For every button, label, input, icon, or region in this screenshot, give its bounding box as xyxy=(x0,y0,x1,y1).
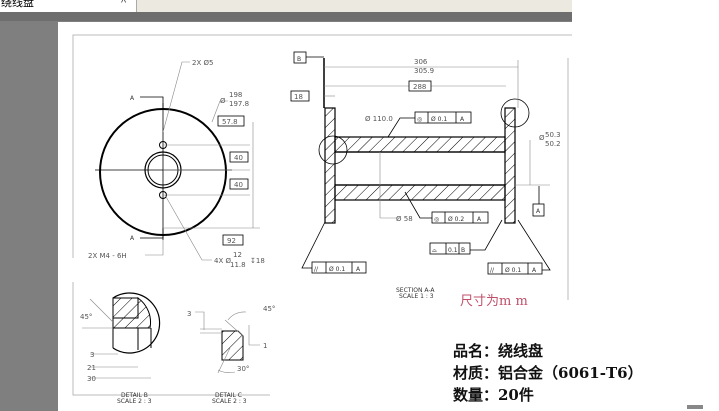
bore-dia: Ø 110.0 xyxy=(365,115,393,123)
fcf5-symbol: // xyxy=(314,266,319,273)
detail-b-dim-3: 3 xyxy=(90,351,94,359)
fcf5-datum: A xyxy=(356,266,361,273)
fcf1-datum: A xyxy=(460,116,465,123)
detail-c-title: DETAIL C xyxy=(215,392,242,399)
fcf3-symbol: ⌓ xyxy=(432,247,437,254)
dim-40b: 40 xyxy=(234,181,243,189)
fcf4-value: Ø 0.1 xyxy=(505,267,521,274)
counterbore-lower: 11.8 xyxy=(230,261,246,269)
scroll-handle[interactable] xyxy=(687,405,703,409)
datum-b: B xyxy=(297,56,301,63)
fcf3-datum: B xyxy=(461,247,465,254)
end-dia-prefix: Ø xyxy=(539,134,545,142)
holes-label: 2X Ø5 xyxy=(192,59,213,67)
length-upper: 306 xyxy=(414,58,428,66)
section-mark-top: A xyxy=(130,95,135,102)
datum-a: A xyxy=(536,208,541,215)
counterbore-depth: ↧18 xyxy=(250,257,265,265)
front-view xyxy=(95,61,260,261)
length-lower: 305.9 xyxy=(414,67,434,75)
detail-border xyxy=(72,282,270,396)
fcf2-symbol: ◎ xyxy=(434,216,439,223)
document-tab[interactable]: 绕线盘 ^ xyxy=(0,0,137,12)
fcf2-datum: A xyxy=(477,216,482,223)
dim-92: 92 xyxy=(227,237,236,245)
outer-dia-lower: 197.8 xyxy=(229,100,249,108)
detail-b-dim-30: 30 xyxy=(87,375,96,383)
detail-b-title: DETAIL B xyxy=(121,392,148,399)
detail-c-angle30: 30° xyxy=(237,365,249,373)
counterbore-prefix: 4X Ø xyxy=(214,257,231,265)
part-material: 材质：铝合金（6061-T6） xyxy=(453,364,643,382)
fcf3-value: 0.1 xyxy=(448,247,458,254)
section-mark-bottom: A xyxy=(130,235,135,242)
fcf1-value: Ø 0.1 xyxy=(431,116,447,123)
outer-dia-upper: 198 xyxy=(229,91,242,99)
unit-note: 尺寸为m m xyxy=(460,294,528,309)
drawing-sheet xyxy=(58,22,572,411)
fcf4-datum: A xyxy=(532,267,537,274)
dim-40a: 40 xyxy=(234,154,243,162)
section-title: SECTION A-A xyxy=(396,287,435,294)
thread-label: 2X M4 - 6H xyxy=(88,252,127,260)
part-quantity: 数量：20件 xyxy=(453,386,534,404)
viewer-toolbar-strip xyxy=(0,12,572,21)
tab-bar: 绕线盘 ^ xyxy=(0,0,572,12)
detail-c-dim-3: 3 xyxy=(187,310,191,318)
dia-symbol: Ø xyxy=(220,97,226,105)
tab-title: 绕线盘 xyxy=(1,0,34,9)
detail-b-dim-21: 21 xyxy=(87,364,96,372)
dim-288: 288 xyxy=(413,83,426,91)
fcf1-symbol: ◎ xyxy=(417,116,422,123)
dim-57-8: 57.8 xyxy=(222,118,238,126)
collapse-icon[interactable]: ^ xyxy=(121,0,127,9)
detail-c-dim-1: 1 xyxy=(263,342,267,350)
section-scale: SCALE 1 : 3 xyxy=(399,293,434,300)
counterbore-upper: 12 xyxy=(233,251,242,259)
part-info: 品名：绕线盘 材质：铝合金（6061-T6） 数量：20件 xyxy=(453,340,643,406)
part-name: 品名：绕线盘 xyxy=(453,342,544,360)
detail-b xyxy=(82,292,161,379)
end-dia-lower: 50.2 xyxy=(545,140,561,148)
inner-dia: Ø 58 xyxy=(396,215,413,223)
fcf2-value: Ø 0.2 xyxy=(448,216,464,223)
section-view xyxy=(318,58,530,224)
detail-b-angle: 45° xyxy=(80,313,92,321)
dim-18: 18 xyxy=(294,93,303,101)
detail-c-scale: SCALE 2 : 3 xyxy=(212,398,247,405)
fcf4-symbol: // xyxy=(490,267,495,274)
detail-c-angle45: 45° xyxy=(263,305,275,313)
detail-b-scale: SCALE 2 : 3 xyxy=(117,398,152,405)
end-dia-upper: 50.3 xyxy=(545,131,561,139)
detail-c xyxy=(195,311,260,374)
sheet-border xyxy=(72,34,572,258)
fcf5-value: Ø 0.1 xyxy=(329,266,345,273)
